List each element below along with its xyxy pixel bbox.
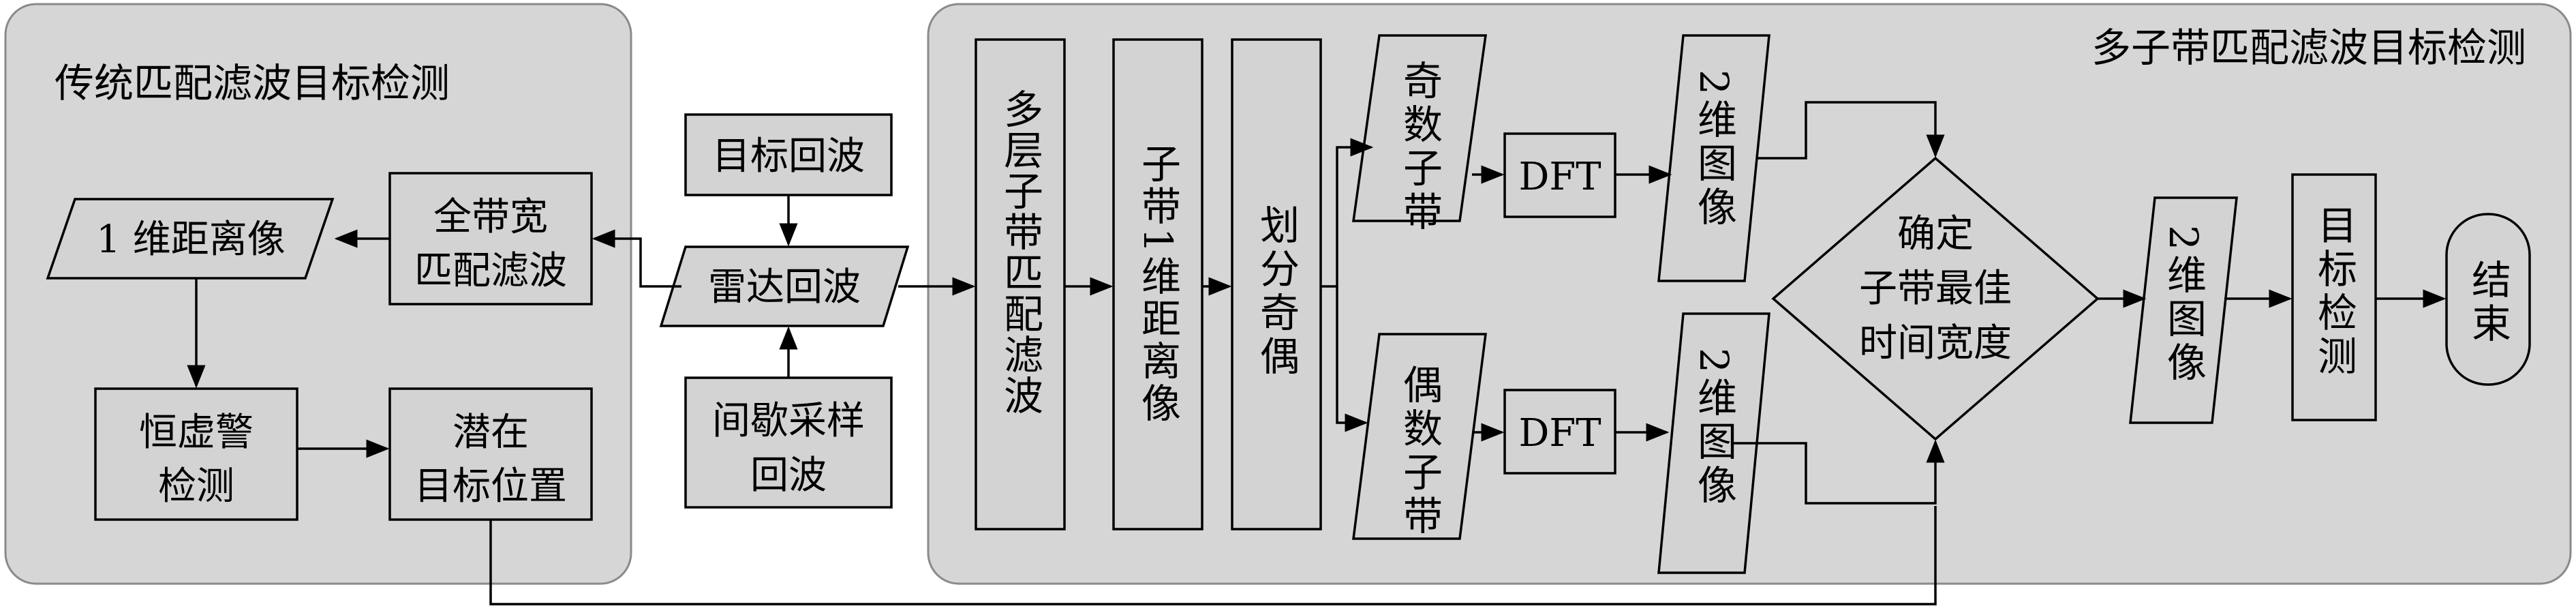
target-echo-label: 目标回波 (712, 134, 865, 179)
best-width-decision-diamond (1771, 156, 2100, 441)
multi-subband-panel (927, 3, 2572, 585)
cfar-detection-line2: 检测 (158, 464, 234, 509)
subband-range-profile-box (1112, 38, 1203, 530)
image-2d-bottom-label: 2维图像 (1691, 348, 1737, 508)
best-width-line2: 子带最佳 (1859, 267, 2012, 311)
full-band-matched-filter-line2: 匹配滤波 (414, 249, 567, 293)
end-label: 结束 (2465, 259, 2511, 346)
target-detection-label: 目标检测 (2311, 205, 2357, 379)
odd-subband-label: 奇数子带 (1396, 60, 1443, 235)
image-2d-output-box (2129, 196, 2238, 424)
intermittent-sampling-echo-box (684, 376, 893, 509)
range-profile-1d-label: 1 维距离像 (96, 218, 285, 262)
multilayer-subband-filter-box (975, 38, 1066, 530)
multi-subband-panel-title: 多子带匹配滤波目标检测 (2091, 25, 2526, 71)
best-width-line1: 确定 (1897, 212, 1974, 256)
image-2d-top-label: 2维图像 (1691, 70, 1737, 230)
intermittent-sampling-echo-line1: 间歇采样 (712, 399, 865, 443)
arrow-image-bottom-to-decision (1732, 439, 1945, 505)
end-terminator (2445, 213, 2531, 386)
full-band-matched-filter-box (388, 172, 593, 305)
potential-target-location-line2: 目标位置 (414, 464, 567, 509)
radar-echo-box (659, 245, 910, 327)
subband-range-profile-label: 子带1维距离像 (1135, 143, 1181, 425)
even-subband-box (1352, 333, 1487, 540)
potential-target-location-line1: 潜在 (453, 410, 529, 455)
dft-bottom-label: DFT (1518, 411, 1601, 455)
split-odd-even-box (1231, 38, 1322, 530)
odd-subband-box (1351, 34, 1488, 222)
split-odd-even-label: 划分奇偶 (1253, 205, 1300, 379)
image-2d-output-label: 2维图像 (2160, 225, 2207, 385)
arrow-image-top-to-decision (1757, 101, 1945, 160)
full-band-matched-filter-line1: 全带宽 (433, 195, 548, 239)
traditional-panel-title: 传统匹配滤波目标检测 (55, 60, 450, 106)
multilayer-subband-filter-label: 多层子带匹配滤波 (997, 89, 1043, 416)
image-2d-top-box (1657, 34, 1770, 282)
image-2d-bottom-box (1657, 312, 1770, 574)
arrow-split-to-odd (1321, 138, 1374, 288)
arrow-split-to-even (1336, 286, 1368, 432)
radar-echo-label: 雷达回波 (708, 265, 861, 310)
dft-top-box (1503, 132, 1616, 218)
even-subband-label: 偶数子带 (1396, 364, 1443, 539)
arrow-radar-to-fullband (592, 229, 681, 288)
cfar-detection-line1: 恒虚警 (139, 410, 254, 455)
connector-location-to-decision (489, 506, 1937, 605)
dft-top-label: DFT (1518, 155, 1601, 199)
cfar-detection-box (94, 387, 298, 521)
target-detection-box (2291, 173, 2377, 421)
best-width-line3: 时间宽度 (1859, 321, 2012, 365)
range-profile-1d-box (46, 198, 335, 280)
dft-bottom-box (1503, 389, 1616, 475)
intermittent-sampling-echo-line2: 回波 (750, 453, 827, 498)
target-echo-box (684, 113, 893, 196)
